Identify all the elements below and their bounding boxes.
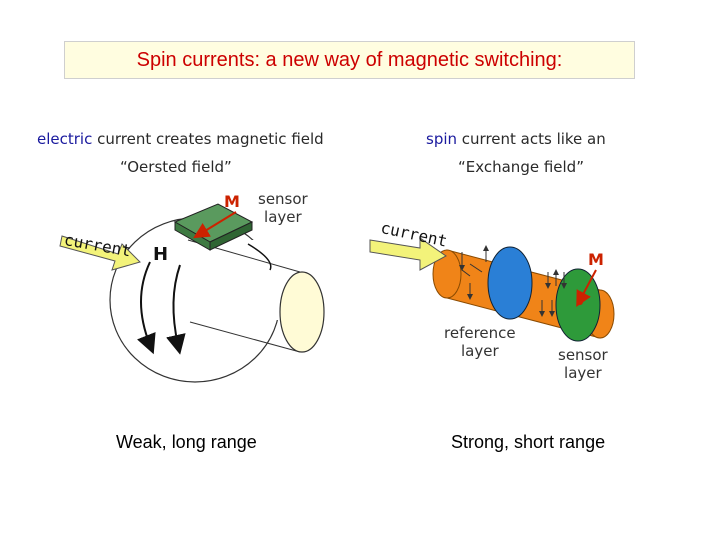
field-arc-right [166, 264, 186, 355]
sensor-layer-disk [555, 268, 601, 342]
left-m-label: M [224, 192, 240, 211]
left-caption: Weak, long range [116, 432, 257, 452]
field-arc-left [137, 261, 156, 355]
title-banner: Spin currents: a new way of magnetic swi… [64, 41, 635, 79]
wire-cylinder-end [279, 271, 325, 353]
sensor-magnetization-arrow [193, 211, 237, 239]
right-current-arrow [369, 237, 447, 271]
left-description: electric current creates magnetic field [37, 130, 324, 148]
right-sensor-layer-label: sensor layer [558, 346, 608, 382]
orange-cylinder-start [432, 249, 462, 299]
right-desc-rest: current acts like an [457, 130, 606, 148]
sensor-m-arrow [576, 269, 597, 308]
diagram-title: Spin currents: a new way of magnetic swi… [136, 48, 563, 71]
right-caption: Strong, short range [451, 432, 606, 452]
reference-layer-disk [487, 246, 533, 320]
left-desc-keyword: electric [37, 130, 93, 148]
reference-layer-label: reference layer [444, 324, 516, 360]
left-sensor-layer-label: sensor layer [258, 190, 308, 226]
right-description: spin current acts like an [426, 130, 606, 148]
h-field-label: H [153, 244, 169, 265]
left-desc-rest: current creates magnetic field [92, 130, 324, 148]
left-current-arrow [59, 235, 141, 271]
oersted-field-label: “Oersted field” [120, 158, 232, 176]
exchange-field-label: “Exchange field” [458, 158, 584, 176]
right-desc-keyword: spin [426, 130, 458, 148]
wire-cylinder-body [188, 240, 302, 320]
right-m-label: M [588, 250, 604, 269]
